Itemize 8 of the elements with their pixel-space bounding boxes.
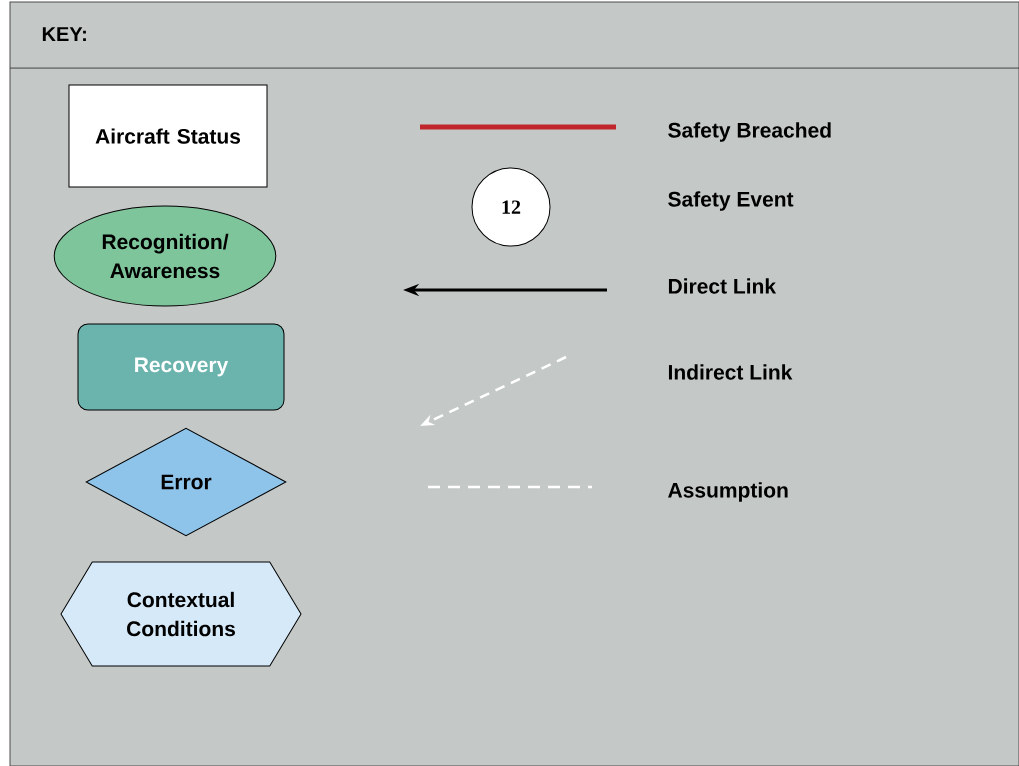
legend-label: Assumption [668,482,788,502]
rounded-box: Recovery [77,323,285,411]
status-box: Aircraft Status [68,84,268,188]
legend-label: Safety Breached [668,122,831,142]
legend-label: Direct Link [668,278,777,294]
legend-label: Indirect Link [668,364,793,380]
key-heading: KEY: [42,27,86,41]
legend-label: Safety Event [668,191,794,211]
